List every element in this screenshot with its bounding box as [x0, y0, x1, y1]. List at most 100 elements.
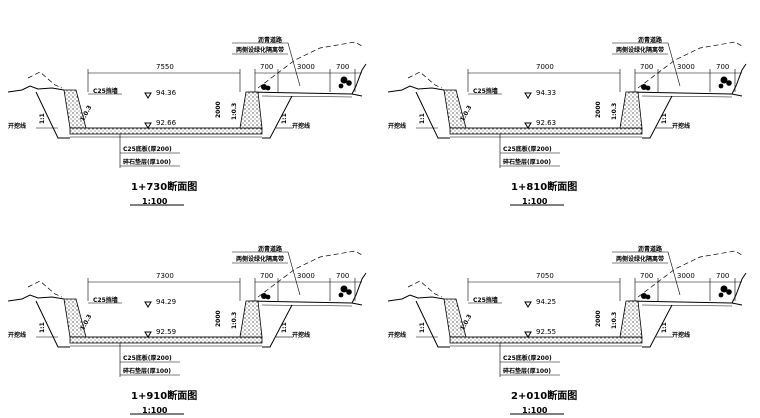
wall-height-label: 2000	[595, 310, 602, 327]
existing-ground-left	[27, 71, 63, 89]
width-dimension	[87, 278, 241, 301]
section-title: 1+730断面图	[131, 182, 198, 193]
base-slab	[69, 336, 263, 344]
ground-left	[387, 294, 445, 302]
asphalt-road-label: 沥青道路	[638, 37, 663, 44]
shrub-left	[261, 293, 271, 300]
section-title: 2+010断面图	[511, 391, 578, 402]
green-belt-label: 两侧设绿化隔离带	[616, 256, 665, 263]
bottom-level-value: 92.55	[536, 328, 557, 336]
left-cut-slope-label: 1:1	[419, 322, 426, 333]
green-belt-label: 两侧设绿化隔离带	[236, 47, 285, 54]
excavation-slope-right	[262, 304, 293, 348]
right-retaining-wall	[239, 300, 263, 338]
right-dim-1: 700	[640, 63, 654, 71]
section-scale: 1:100	[522, 406, 548, 415]
channel-width-label: 7550	[156, 63, 174, 71]
channel-width-label: 7050	[536, 272, 554, 280]
section-scale: 1:100	[142, 406, 168, 415]
right-dimension-chain	[254, 278, 362, 301]
bottom-level-value: 92.66	[156, 119, 177, 127]
water-level-marker	[144, 92, 152, 99]
asphalt-road-label: 沥青道路	[638, 246, 663, 253]
road-surface	[629, 91, 743, 97]
existing-ground-left	[407, 71, 443, 89]
right-dim-2: 3000	[297, 63, 315, 71]
cross-section-2: 7000 700 3000 700 沥青道路 两侧设绿化隔离带 C25挡墙 94…	[380, 0, 760, 209]
right-retaining-wall	[619, 300, 643, 338]
right-cut-slope-label: 1:1	[661, 113, 668, 124]
wall-height-label: 2000	[215, 101, 222, 118]
right-wall-slope-label: 1:0.3	[611, 102, 618, 120]
excavation-line-label-right: 开挖线	[672, 123, 691, 130]
excavation-line-label-right: 开挖线	[292, 123, 311, 130]
shrub-right	[338, 285, 352, 298]
right-wall-slope-label: 1:0.3	[611, 311, 618, 329]
ground-right-end	[351, 272, 367, 304]
right-dim-2: 3000	[297, 272, 315, 280]
width-dimension	[467, 69, 621, 92]
existing-ground-right	[637, 250, 743, 298]
right-dim-1: 700	[260, 63, 274, 71]
excavation-line-label-right: 开挖线	[292, 332, 311, 339]
green-belt-label: 两侧设绿化隔离带	[616, 47, 665, 54]
section-title: 1+910断面图	[131, 391, 198, 402]
section-drawing	[7, 41, 367, 206]
ground-left	[387, 85, 445, 93]
cross-section-4: 7050 700 3000 700 沥青道路 两侧设绿化隔离带 C25挡墙 94…	[380, 209, 760, 418]
gravel-cushion-label: 碎石垫层(厚100)	[123, 368, 172, 375]
water-level-marker	[524, 301, 532, 308]
wall-height-label: 2000	[215, 310, 222, 327]
base-slab-label: C25底板(厚200)	[503, 355, 552, 362]
excavation-line-label-left: 开挖线	[8, 332, 27, 339]
right-dim-2: 3000	[677, 63, 695, 71]
existing-ground-left	[27, 280, 63, 298]
ground-right-end	[731, 272, 747, 304]
retaining-wall-label: C25挡墙	[473, 88, 498, 95]
shrub-right	[718, 76, 732, 89]
left-cut-slope-label: 1:1	[419, 113, 426, 124]
bottom-level-marker	[144, 122, 152, 129]
road-surface	[249, 300, 363, 306]
channel-width-label: 7000	[536, 63, 554, 71]
road-surface	[249, 91, 363, 97]
retaining-wall-label: C25挡墙	[93, 297, 118, 304]
existing-ground-right	[257, 250, 363, 298]
width-dimension	[87, 69, 241, 92]
right-retaining-wall	[619, 91, 643, 129]
shrub-left	[261, 84, 271, 91]
bottom-level-value: 92.59	[156, 328, 177, 336]
right-cut-slope-label: 1:1	[281, 322, 288, 333]
base-label-leader	[499, 134, 560, 168]
base-slab-label: C25底板(厚200)	[503, 146, 552, 153]
right-cut-slope-label: 1:1	[281, 113, 288, 124]
gravel-cushion-label: 碎石垫层(厚100)	[503, 368, 552, 375]
width-dimension	[467, 278, 621, 301]
bottom-level-marker	[524, 122, 532, 129]
water-level-value: 94.33	[536, 89, 557, 97]
ground-left	[7, 294, 65, 302]
excavation-slope-right	[642, 304, 673, 348]
water-level-value: 94.25	[536, 298, 557, 306]
ground-left	[7, 85, 65, 93]
right-dim-3: 700	[336, 272, 350, 280]
section-drawing	[387, 250, 747, 415]
bottom-level-value: 92.63	[536, 119, 557, 127]
gravel-cushion-label: 碎石垫层(厚100)	[123, 159, 172, 166]
road-base	[261, 95, 353, 98]
base-slab-label: C25底板(厚200)	[123, 146, 172, 153]
road-base	[641, 304, 733, 307]
right-dim-3: 700	[716, 63, 730, 71]
base-slab	[449, 127, 643, 135]
existing-ground-right	[257, 41, 363, 89]
cross-section-1: 7550 700 3000 700 沥青道路 两侧设绿化隔离带 C25挡墙 94…	[0, 0, 380, 209]
shrub-right	[338, 76, 352, 89]
excavation-slope-left	[415, 300, 450, 348]
bottom-level-marker	[144, 331, 152, 338]
right-dim-3: 700	[716, 272, 730, 280]
water-level-marker	[524, 92, 532, 99]
left-retaining-wall	[443, 298, 467, 338]
right-dim-2: 3000	[677, 272, 695, 280]
left-retaining-wall	[63, 298, 87, 338]
